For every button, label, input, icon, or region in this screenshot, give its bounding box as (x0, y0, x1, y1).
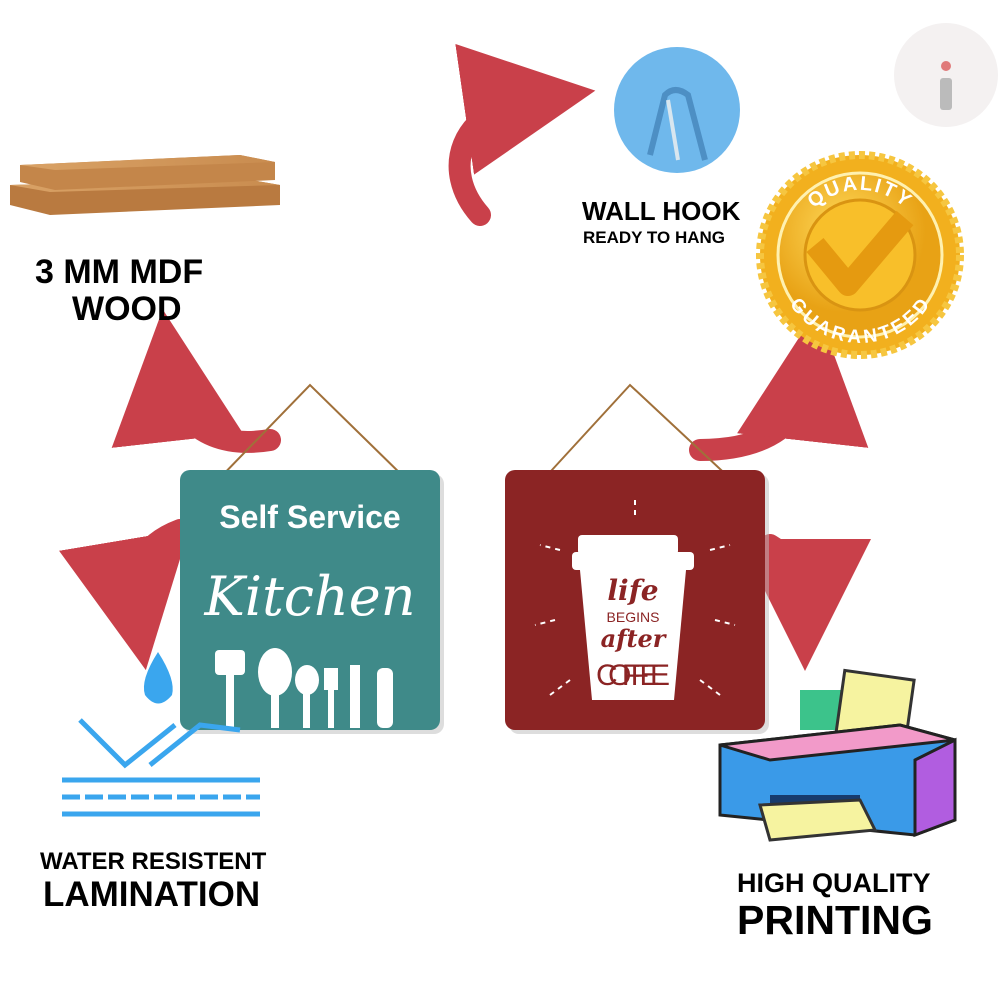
wood-label-line1: 3 MM MDF (35, 253, 204, 291)
sign-text-self-service: Self Service (219, 499, 400, 535)
lamination-label-line1: WATER RESISTENT (40, 848, 267, 875)
arrows (59, 44, 871, 671)
sign-text-kitchen: Kitchen (203, 565, 415, 628)
wall-hook-icon (614, 47, 740, 173)
hook-label-title: WALL HOOK (582, 196, 741, 226)
printer-icon (718, 668, 957, 842)
brand-logo (894, 23, 998, 127)
quality-guaranteed-badge: QUALITY GUARANTEED (756, 151, 964, 359)
lamination-label-line2: LAMINATION (43, 875, 261, 914)
water-resistant-icon (62, 652, 260, 817)
hook-label-subtitle: READY TO HANG (583, 228, 726, 247)
wood-planks-icon (10, 155, 280, 215)
svg-text:BEGINS: BEGINS (607, 609, 660, 625)
printing-label-line1: HIGH QUALITY (737, 868, 931, 898)
arrow-to-printer-icon (738, 534, 871, 671)
arrow-to-hook-icon (448, 44, 596, 226)
svg-text:after: after (601, 624, 668, 653)
svg-text:life: life (607, 574, 658, 607)
arrow-to-lamination-icon (59, 519, 191, 671)
coffee-cup-icon: life BEGINS after COFFEE (534, 500, 736, 700)
wood-label-line2: WOOD (72, 290, 182, 328)
utensils-icon (215, 648, 393, 728)
svg-text:COFFEE: COFFEE (596, 659, 670, 692)
hanging-strings (214, 383, 736, 484)
arrow-to-wood-icon (111, 309, 281, 453)
arrow-to-badge-icon (689, 309, 869, 461)
printing-label-line2: PRINTING (737, 897, 933, 943)
